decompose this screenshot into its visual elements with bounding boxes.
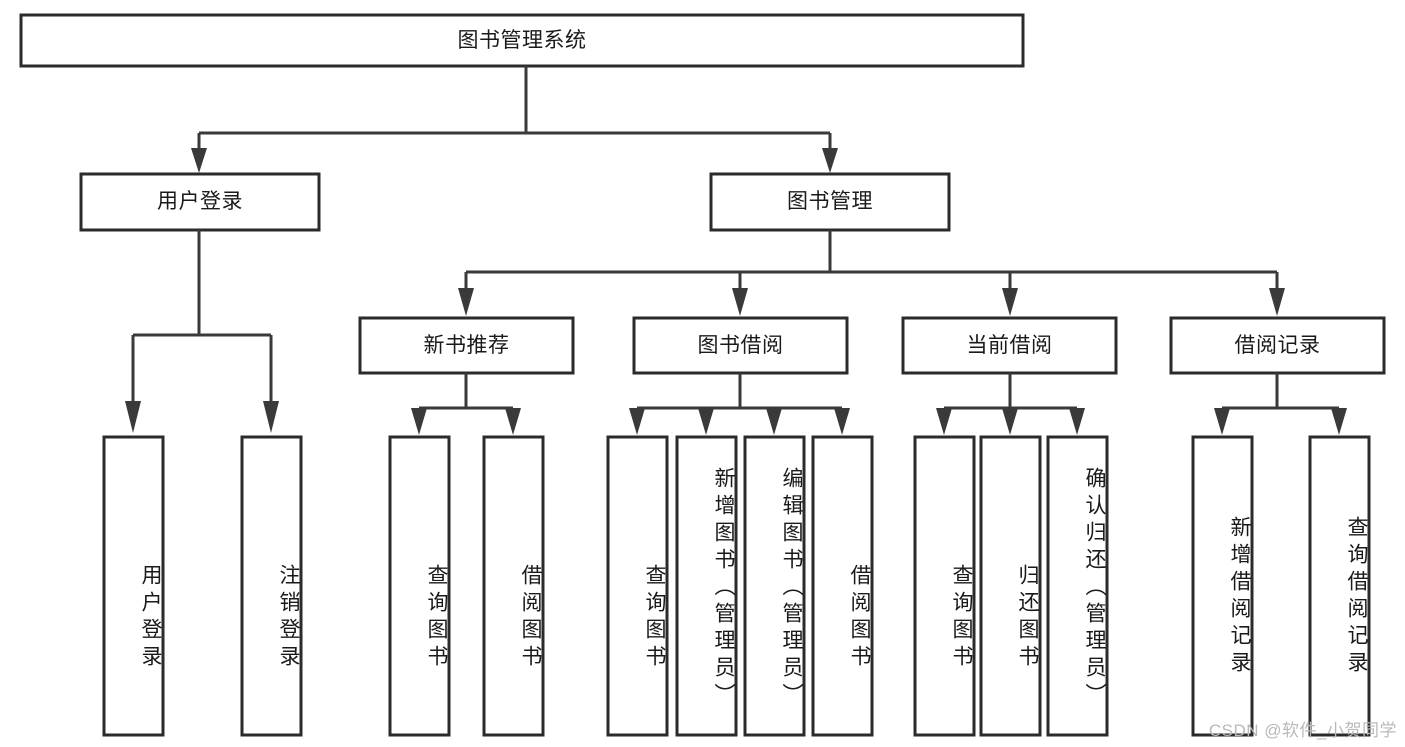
arrow-head-leaf-user-login-0 [125, 401, 141, 433]
watermark-text: CSDN @软件_小贺同学 [1208, 721, 1397, 740]
node-box-leaf-user-login-1[interactable] [240, 435, 303, 737]
arrow-head-leaf-borrow-record-0 [1214, 408, 1230, 435]
node-box-leaf-borrow-record-0[interactable] [1191, 435, 1254, 737]
node-box-leaf-book-borrow-3[interactable] [811, 435, 874, 737]
arrow-head-user-login [191, 148, 207, 173]
arrow-head-leaf-new-book-1 [505, 408, 521, 435]
node-box-book-borrow[interactable] [632, 316, 849, 375]
arrow-head-leaf-current-borrow-2 [1069, 408, 1085, 435]
node-box-leaf-new-book-0[interactable] [388, 435, 451, 737]
node-box-leaf-book-borrow-1[interactable] [675, 435, 738, 737]
arrow-head-leaf-book-borrow-1 [698, 408, 714, 435]
node-box-book-manage[interactable] [709, 172, 951, 232]
arrow-head-leaf-current-borrow-0 [936, 408, 952, 435]
node-box-current-borrow[interactable] [901, 316, 1118, 375]
node-box-new-book-recommend[interactable] [358, 316, 575, 375]
arrow-head-new-book [458, 288, 474, 316]
node-box-leaf-current-borrow-0[interactable] [913, 435, 976, 737]
node-box-leaf-book-borrow-2[interactable] [743, 435, 806, 737]
node-box-leaf-new-book-1[interactable] [482, 435, 545, 737]
arrow-head-leaf-book-borrow-2 [766, 408, 782, 435]
arrow-head-leaf-current-borrow-1 [1002, 408, 1018, 435]
arrow-head-leaf-borrow-record-1 [1331, 408, 1347, 435]
node-box-leaf-borrow-record-1[interactable] [1308, 435, 1371, 737]
node-box-leaf-current-borrow-1[interactable] [979, 435, 1042, 737]
node-box-user-login[interactable] [79, 172, 321, 232]
node-box-borrow-record[interactable] [1169, 316, 1386, 375]
arrow-head-borrow-record [1269, 288, 1285, 316]
arrow-head-book-manage [822, 148, 838, 173]
arrow-head-leaf-book-borrow-3 [834, 408, 850, 435]
arrow-head-leaf-new-book-0 [411, 408, 427, 435]
node-box-root[interactable] [19, 13, 1025, 68]
arrow-head-leaf-book-borrow-0 [629, 408, 645, 435]
arrow-head-leaf-user-login-1 [263, 401, 279, 433]
arrow-head-current-borrow [1002, 288, 1018, 316]
node-box-leaf-book-borrow-0[interactable] [606, 435, 669, 737]
node-box-leaf-user-login-0[interactable] [102, 435, 165, 737]
node-box-leaf-current-borrow-2[interactable] [1046, 435, 1109, 737]
arrow-head-book-borrow [732, 288, 748, 316]
